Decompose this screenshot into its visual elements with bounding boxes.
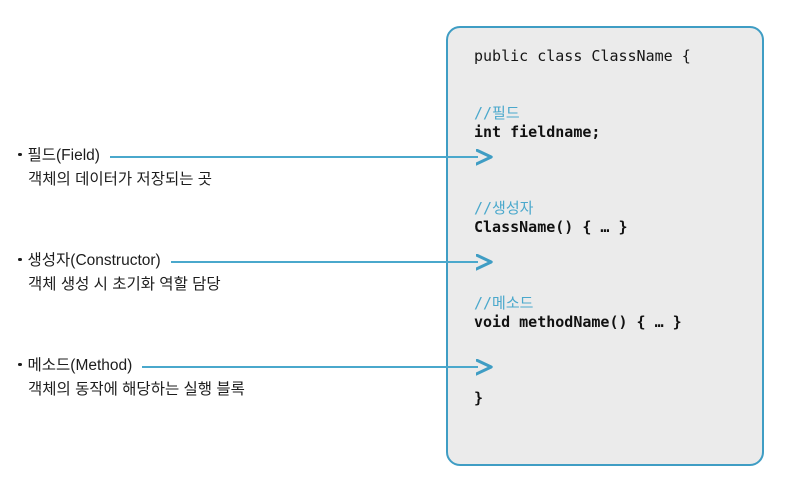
code-comment-constructor: //생성자 (474, 199, 534, 217)
bullet-icon (18, 257, 22, 261)
concept-term-row: 메소드(Method) (18, 356, 418, 376)
code-block: public class ClassName { //필드 int fieldn… (448, 28, 762, 464)
code-card: public class ClassName { //필드 int fieldn… (446, 26, 764, 466)
concept-description: 객체의 동작에 해당하는 실행 블록 (28, 381, 245, 398)
code-comment-method: //메소드 (474, 294, 534, 312)
code-line-blank (474, 332, 762, 351)
concept-item-field: 필드(Field) 객체의 데이터가 저장되는 곳 (18, 146, 418, 190)
concept-item-constructor: 생성자(Constructor) 객체 생성 시 초기화 역할 담당 (18, 251, 418, 295)
concept-description: 객체의 데이터가 저장되는 곳 (28, 171, 213, 188)
bullet-icon (18, 362, 22, 366)
code-line-blank (474, 256, 762, 275)
code-line-blank (474, 142, 762, 161)
concept-description: 객체 생성 시 초기화 역할 담당 (28, 276, 221, 293)
code-line-blank (474, 370, 762, 389)
concept-term-label: 생성자(Constructor) (27, 252, 161, 269)
code-line-blank (474, 66, 762, 85)
code-line-blank (474, 351, 762, 370)
concept-term-label: 메소드(Method) (27, 357, 133, 374)
concept-term-row: 필드(Field) (18, 146, 418, 166)
code-line-blank (474, 275, 762, 294)
concept-term-row: 생성자(Constructor) (18, 251, 418, 271)
concept-term-label: 필드(Field) (27, 147, 100, 164)
code-line-class-header: public class ClassName { (474, 47, 691, 65)
concept-item-method: 메소드(Method) 객체의 동작에 해당하는 실행 블록 (18, 356, 418, 400)
concept-list: 필드(Field) 객체의 데이터가 저장되는 곳 생성자(Constructo… (18, 0, 438, 484)
code-decl-field: int fieldname; (474, 123, 601, 141)
code-closing-brace: } (474, 389, 484, 407)
code-line-blank (474, 237, 762, 256)
code-decl-constructor: ClassName() { … } (474, 218, 628, 236)
code-comment-field: //필드 (474, 104, 520, 122)
bullet-icon (18, 152, 22, 156)
code-line-blank (474, 85, 762, 104)
code-decl-method: void methodName() { … } (474, 313, 682, 331)
code-line-blank (474, 180, 762, 199)
code-line-blank (474, 161, 762, 180)
